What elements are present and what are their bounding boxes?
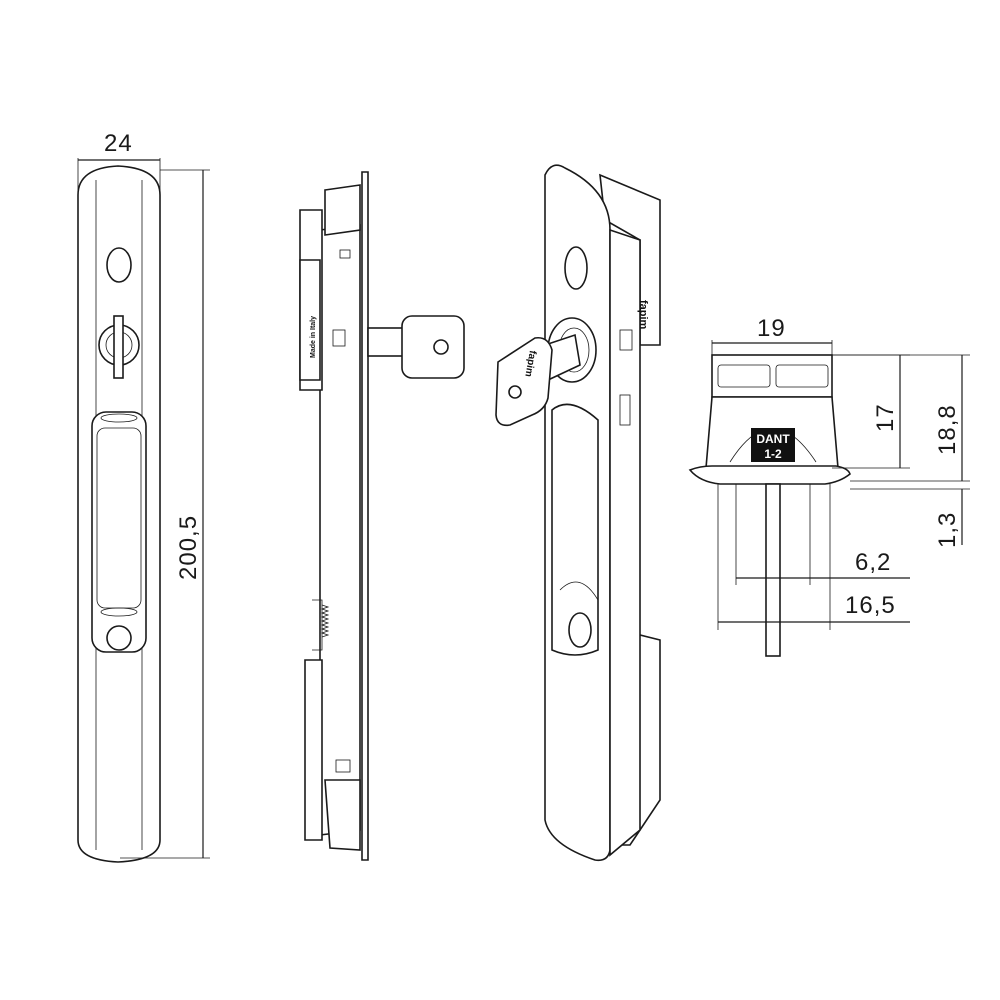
front-height-label: 200,5 <box>175 515 202 580</box>
brand-marking-body: fapim <box>637 300 649 330</box>
side-view: Made in Italy <box>299 171 465 861</box>
made-in-italy-marking: Made in Italy <box>310 316 317 358</box>
cylinder-width-label: 19 <box>757 315 786 342</box>
tail-width-label: 6,2 <box>855 549 891 576</box>
base-width-label: 16,5 <box>845 592 896 619</box>
flange-thickness-label: 1,3 <box>934 512 961 548</box>
brand-marking-key: fapim <box>522 349 537 377</box>
stamp-line2: 1-2 <box>764 447 782 461</box>
front-view <box>77 158 210 863</box>
cylinder-height-label: 17 <box>872 403 899 432</box>
cylinder-overall-height-label: 18,8 <box>934 404 961 455</box>
front-width-label: 24 <box>104 130 133 157</box>
stamp-line1: DANT <box>756 432 790 446</box>
cylinder-detail: DANT 1-2 <box>688 340 970 657</box>
perspective-view: fapim fapim <box>495 164 661 862</box>
